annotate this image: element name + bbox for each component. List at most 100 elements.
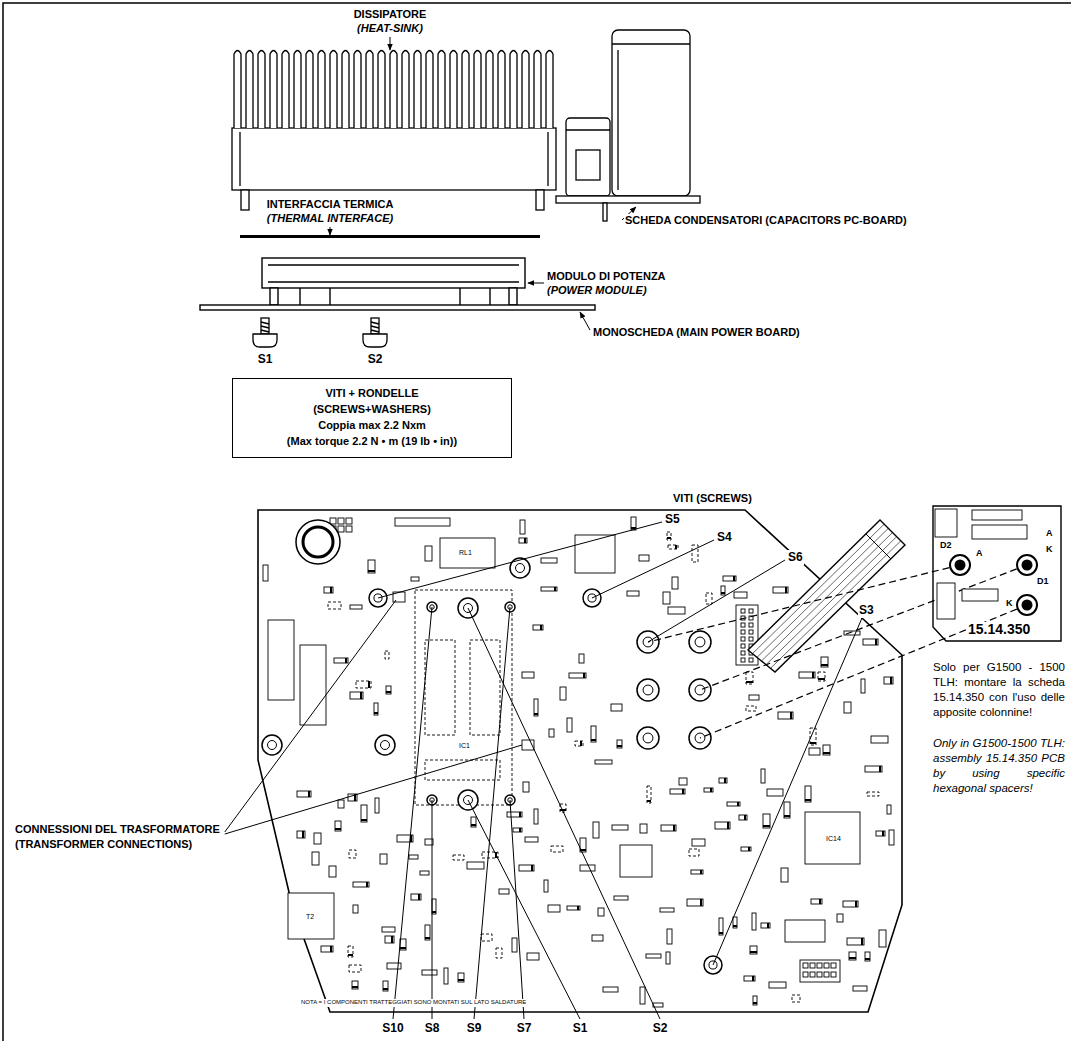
leader-line (510, 800, 524, 1019)
main-power-board (682, 789, 684, 794)
part-label: (TRANSFORMER CONNECTIONS) (14, 838, 193, 852)
spec-box: VITI + RONDELLE(SCREWS+WASHERS)Coppia ma… (232, 378, 512, 458)
pcb-drawing (950, 555, 970, 575)
main-power-board (773, 587, 788, 593)
main-power-board (520, 520, 525, 534)
main-power-board (733, 917, 737, 928)
heat-sink (354, 51, 361, 129)
page-frame (3, 3, 1071, 1041)
main-power-board (752, 976, 754, 981)
main-power-board (821, 664, 828, 666)
main-power-board (374, 703, 378, 715)
main-power-board (330, 946, 332, 952)
main-power-board (739, 815, 747, 820)
leader-line (393, 607, 432, 1019)
main-power-board (302, 831, 304, 838)
pcb-outline: AKD2D1AK15.14.350 (932, 505, 1062, 643)
power-module (268, 264, 519, 265)
main-power-board (666, 952, 670, 964)
main-power-board (510, 558, 530, 578)
spec-text: Coppia max 2.2 Nxm (241, 418, 503, 434)
main-power-board (767, 923, 769, 928)
main-power-board (800, 960, 840, 982)
main-power-board (810, 742, 816, 744)
part-label: SCHEDA CONDENSATORI (CAPACITORS PC-BOARD… (624, 214, 908, 228)
capacitor-board (566, 118, 610, 196)
leader-line (468, 800, 580, 1019)
main-power-board (831, 972, 836, 977)
callout-number: S9 (466, 1021, 483, 1036)
main-power-board (598, 908, 604, 916)
main-power-board (533, 625, 543, 630)
heat-sink (426, 51, 433, 129)
main-power-board (516, 564, 525, 573)
main-power-board (560, 687, 566, 700)
component-ref: T2 (305, 913, 315, 922)
main-power-board (444, 968, 448, 984)
main-power-board (432, 911, 436, 913)
capacitor-board (612, 43, 690, 44)
main-power-board (591, 739, 596, 741)
main-power-board (385, 936, 394, 943)
main-power-board (847, 938, 864, 945)
main-power-board (749, 658, 753, 662)
main-power-board (637, 679, 659, 701)
heat-sink (232, 128, 556, 190)
main-power-board (700, 899, 702, 906)
flex-cable (771, 541, 901, 669)
main-power-board (593, 822, 599, 838)
pcb-drawing (955, 560, 966, 571)
main-power-board (763, 825, 770, 827)
main-power-board (481, 934, 492, 941)
main-power-board (749, 609, 753, 613)
spec-text: VITI + RONDELLE (241, 386, 503, 402)
capacitor-board (617, 50, 618, 190)
main-power-board (360, 692, 362, 699)
main-power-board (882, 831, 884, 836)
main-power-board (385, 651, 389, 659)
main-power-board (855, 901, 857, 907)
main-power-board (617, 740, 622, 748)
main-power-board (349, 965, 361, 972)
part-label: (THERMAL INTERFACE) (266, 212, 394, 226)
main-power-board (507, 812, 522, 817)
main-power-board (744, 815, 746, 820)
main-power-board (314, 833, 321, 844)
main-power-board (330, 587, 332, 593)
heat-sink (414, 51, 421, 129)
pcb-drawing (933, 506, 1061, 641)
main-power-board (440, 538, 495, 568)
main-power-board (338, 800, 344, 808)
main-power-board (790, 712, 792, 719)
main-power-board (741, 609, 745, 613)
main-power-board (803, 972, 808, 977)
main-power-board (614, 896, 628, 900)
main-power-board (748, 847, 750, 851)
main-power-board (519, 538, 527, 543)
main-power-board (617, 745, 622, 747)
main-power-board (817, 972, 822, 977)
flex-cable (748, 520, 905, 672)
main-power-board (706, 593, 712, 604)
leader-line (468, 608, 660, 1019)
main-power-board (733, 925, 737, 927)
main-power-board (420, 871, 429, 875)
heat-sink (342, 51, 349, 129)
part-label: MONOSCHEDA (MAIN POWER BOARD) (592, 326, 801, 340)
main-power-board (577, 906, 579, 910)
main-power-board (350, 605, 362, 609)
main-power-board (761, 923, 770, 928)
main-power-board (719, 932, 723, 934)
pcb-marking: K (1006, 599, 1013, 609)
main-power-board (583, 673, 585, 678)
main-power-board (499, 889, 509, 894)
part-label: DISSIPATORE (353, 8, 428, 22)
main-power-board (523, 782, 529, 792)
main-power-board (803, 963, 808, 968)
main-power-board (554, 587, 556, 591)
main-power-board (296, 520, 340, 564)
main-power-board (512, 938, 517, 952)
power-module (509, 288, 517, 305)
main-power-board (627, 591, 639, 596)
part-label: (POWER MODULE) (546, 284, 648, 298)
